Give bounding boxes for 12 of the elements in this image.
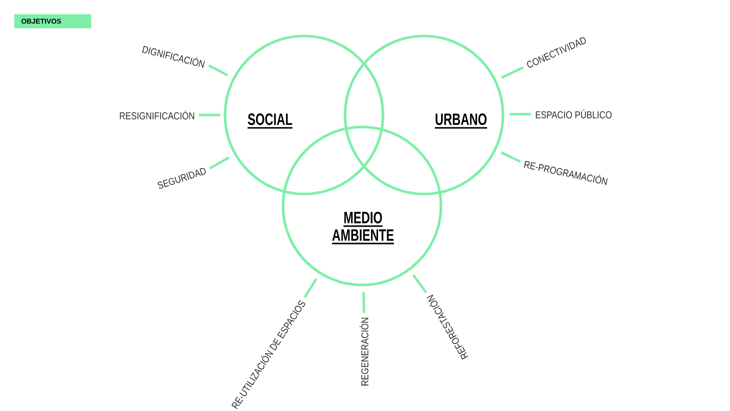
objective-label: ESPACIO PÚBLICO: [536, 110, 612, 118]
leader-line: [510, 112, 532, 116]
leader-line: [500, 151, 521, 163]
objective-label: RESIGNIFICACIÓN: [120, 110, 194, 120]
leader-line: [501, 66, 524, 79]
leader-line: [412, 274, 428, 294]
leader-line: [209, 156, 230, 170]
leader-line: [304, 278, 318, 298]
objective-label: REGENERACIÓN: [360, 318, 368, 386]
leader-line: [208, 64, 228, 76]
leader-line: [199, 114, 220, 116]
leader-line: [362, 292, 366, 314]
